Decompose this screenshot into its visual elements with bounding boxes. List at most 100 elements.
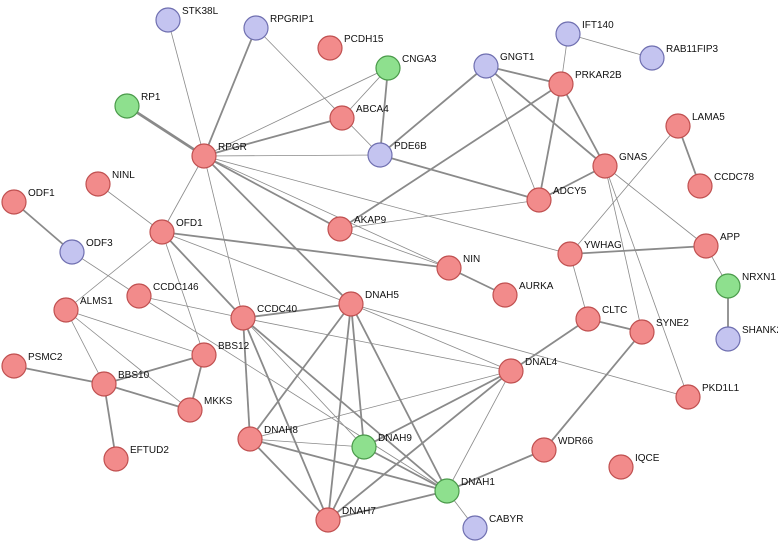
node-circle[interactable] <box>53 297 79 323</box>
node-app[interactable]: APP <box>693 232 740 259</box>
node-ninl[interactable]: NINL <box>85 170 135 197</box>
node-circle[interactable] <box>473 53 499 79</box>
node-wdr66[interactable]: WDR66 <box>531 436 593 463</box>
node-circle[interactable] <box>327 216 353 242</box>
edge-prkar2b-gnas <box>560 83 606 167</box>
node-dnal4[interactable]: DNAL4 <box>498 357 558 384</box>
node-cabyr[interactable]: CABYR <box>462 514 523 541</box>
node-circle[interactable] <box>715 326 741 352</box>
node-ccdc40[interactable]: CCDC40 <box>230 304 297 331</box>
node-circle[interactable] <box>693 233 719 259</box>
node-mkks[interactable]: MKKS <box>177 396 233 423</box>
node-dnah8[interactable]: DNAH8 <box>237 425 298 452</box>
node-circle[interactable] <box>59 239 85 265</box>
node-lama5[interactable]: LAMA5 <box>665 112 725 139</box>
node-circle[interactable] <box>498 358 524 384</box>
node-dnah5[interactable]: DNAH5 <box>338 290 399 317</box>
node-circle[interactable] <box>629 319 655 345</box>
node-cltc[interactable]: CLTC <box>575 305 627 332</box>
node-adcy5[interactable]: ADCY5 <box>526 186 587 213</box>
node-nin[interactable]: NIN <box>436 254 480 281</box>
node-circle[interactable] <box>191 143 217 169</box>
node-alms1[interactable]: ALMS1 <box>53 296 113 323</box>
node-ccdc78[interactable]: CCDC78 <box>687 172 754 199</box>
node-iqce[interactable]: IQCE <box>608 453 660 480</box>
node-odf3[interactable]: ODF3 <box>59 238 113 265</box>
node-circle[interactable] <box>103 446 129 472</box>
node-circle[interactable] <box>243 15 269 41</box>
node-circle[interactable] <box>114 93 140 119</box>
node-circle[interactable] <box>492 282 518 308</box>
node-circle[interactable] <box>126 283 152 309</box>
node-ywhag[interactable]: YWHAG <box>557 240 622 267</box>
node-label: LAMA5 <box>692 112 725 123</box>
node-circle[interactable] <box>555 21 581 47</box>
edge-dnah5-dnah7 <box>327 303 352 521</box>
node-circle[interactable] <box>575 306 601 332</box>
node-circle[interactable] <box>526 187 552 213</box>
node-circle[interactable] <box>531 437 557 463</box>
node-cnga3[interactable]: CNGA3 <box>375 54 437 81</box>
node-gnas[interactable]: GNAS <box>592 152 648 179</box>
node-ccdc146[interactable]: CCDC146 <box>126 282 199 309</box>
node-circle[interactable] <box>592 153 618 179</box>
node-circle[interactable] <box>462 515 488 541</box>
node-pde6b[interactable]: PDE6B <box>367 141 427 168</box>
node-circle[interactable] <box>665 113 691 139</box>
node-label: CNGA3 <box>402 54 437 65</box>
node-rpgr[interactable]: RPGR <box>191 142 247 169</box>
node-syne2[interactable]: SYNE2 <box>629 318 689 345</box>
node-rpgrip1[interactable]: RPGRIP1 <box>243 14 314 41</box>
node-circle[interactable] <box>338 291 364 317</box>
node-psmc2[interactable]: PSMC2 <box>1 352 63 379</box>
node-circle[interactable] <box>91 371 117 397</box>
node-circle[interactable] <box>1 353 27 379</box>
edge-dnah1-ccdc146 <box>138 295 448 492</box>
node-circle[interactable] <box>434 478 460 504</box>
node-rab11fip3[interactable]: RAB11FIP3 <box>639 44 718 71</box>
node-label: PCDH15 <box>344 34 384 45</box>
node-circle[interactable] <box>237 426 263 452</box>
node-circle[interactable] <box>1 189 27 215</box>
node-circle[interactable] <box>315 507 341 533</box>
node-pcdh15[interactable]: PCDH15 <box>317 34 384 61</box>
node-pkd1l1[interactable]: PKD1L1 <box>675 383 740 410</box>
node-circle[interactable] <box>191 342 217 368</box>
node-odf1[interactable]: ODF1 <box>1 188 55 215</box>
node-bbs12[interactable]: BBS12 <box>191 341 250 368</box>
node-circle[interactable] <box>436 255 462 281</box>
node-stk38l[interactable]: STK38L <box>155 6 219 33</box>
node-eftud2[interactable]: EFTUD2 <box>103 445 169 472</box>
node-circle[interactable] <box>608 454 634 480</box>
node-circle[interactable] <box>230 305 256 331</box>
node-circle[interactable] <box>687 173 713 199</box>
node-shank2[interactable]: SHANK2 <box>715 325 778 352</box>
node-circle[interactable] <box>639 45 665 71</box>
node-aurka[interactable]: AURKA <box>492 281 554 308</box>
node-circle[interactable] <box>367 142 393 168</box>
node-circle[interactable] <box>85 171 111 197</box>
node-nrxn1[interactable]: NRXN1 <box>715 272 776 299</box>
node-dnah9[interactable]: DNAH9 <box>351 433 412 460</box>
node-akap9[interactable]: AKAP9 <box>327 215 387 242</box>
node-circle[interactable] <box>329 105 355 131</box>
node-circle[interactable] <box>557 241 583 267</box>
node-circle[interactable] <box>715 273 741 299</box>
node-circle[interactable] <box>548 71 574 97</box>
node-prkar2b[interactable]: PRKAR2B <box>548 70 622 97</box>
node-circle[interactable] <box>177 397 203 423</box>
node-circle[interactable] <box>149 219 175 245</box>
node-circle[interactable] <box>351 434 377 460</box>
node-dnah1[interactable]: DNAH1 <box>434 477 495 504</box>
node-circle[interactable] <box>375 55 401 81</box>
node-ofd1[interactable]: OFD1 <box>149 218 203 245</box>
node-circle[interactable] <box>155 7 181 33</box>
node-bbs10[interactable]: BBS10 <box>91 370 150 397</box>
node-rp1[interactable]: RP1 <box>114 92 161 119</box>
node-circle[interactable] <box>317 35 343 61</box>
node-dnah7[interactable]: DNAH7 <box>315 506 376 533</box>
node-ift140[interactable]: IFT140 <box>555 20 614 47</box>
node-abca4[interactable]: ABCA4 <box>329 104 389 131</box>
node-gngt1[interactable]: GNGT1 <box>473 52 535 79</box>
node-circle[interactable] <box>675 384 701 410</box>
